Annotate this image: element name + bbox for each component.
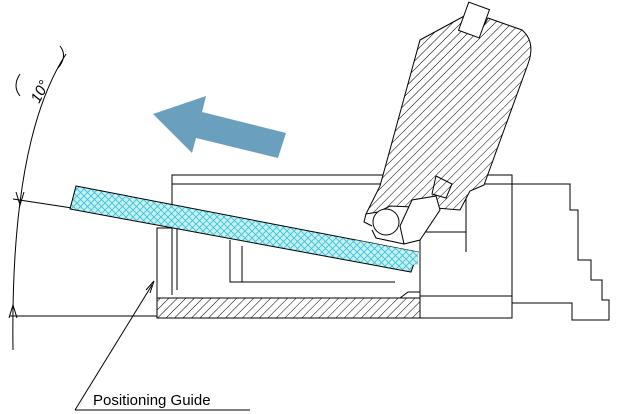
angle-arc <box>12 53 67 351</box>
angle-label-bracket-left <box>15 73 21 97</box>
positioning-guide-label: Positioning Guide <box>93 392 211 409</box>
actuator-pivot <box>372 208 400 236</box>
insertion-direction-arrow-icon <box>153 96 286 158</box>
housing-base-hatch <box>156 297 421 319</box>
angle-label-bracket-right <box>57 45 64 69</box>
angle-label: 10° <box>28 78 54 106</box>
angle-arc-arrowhead-bottom <box>8 303 18 319</box>
fpc-tip-in-connector <box>355 240 418 265</box>
actuator-lever <box>363 1 532 245</box>
actuator-body <box>365 13 532 215</box>
actuator-tab <box>457 1 491 39</box>
callout-leader-line <box>74 284 153 411</box>
positioning-guide-callout <box>74 280 250 411</box>
angle-arc-arrowhead-top <box>15 191 25 207</box>
extension-line-upper <box>12 198 73 209</box>
actuator-cam <box>431 175 453 199</box>
lower-contact-shelf <box>162 291 420 299</box>
fpc-crosshatched-cable <box>69 185 419 273</box>
callout-leader-arrowhead <box>145 280 155 294</box>
angle-dimension <box>8 45 160 351</box>
